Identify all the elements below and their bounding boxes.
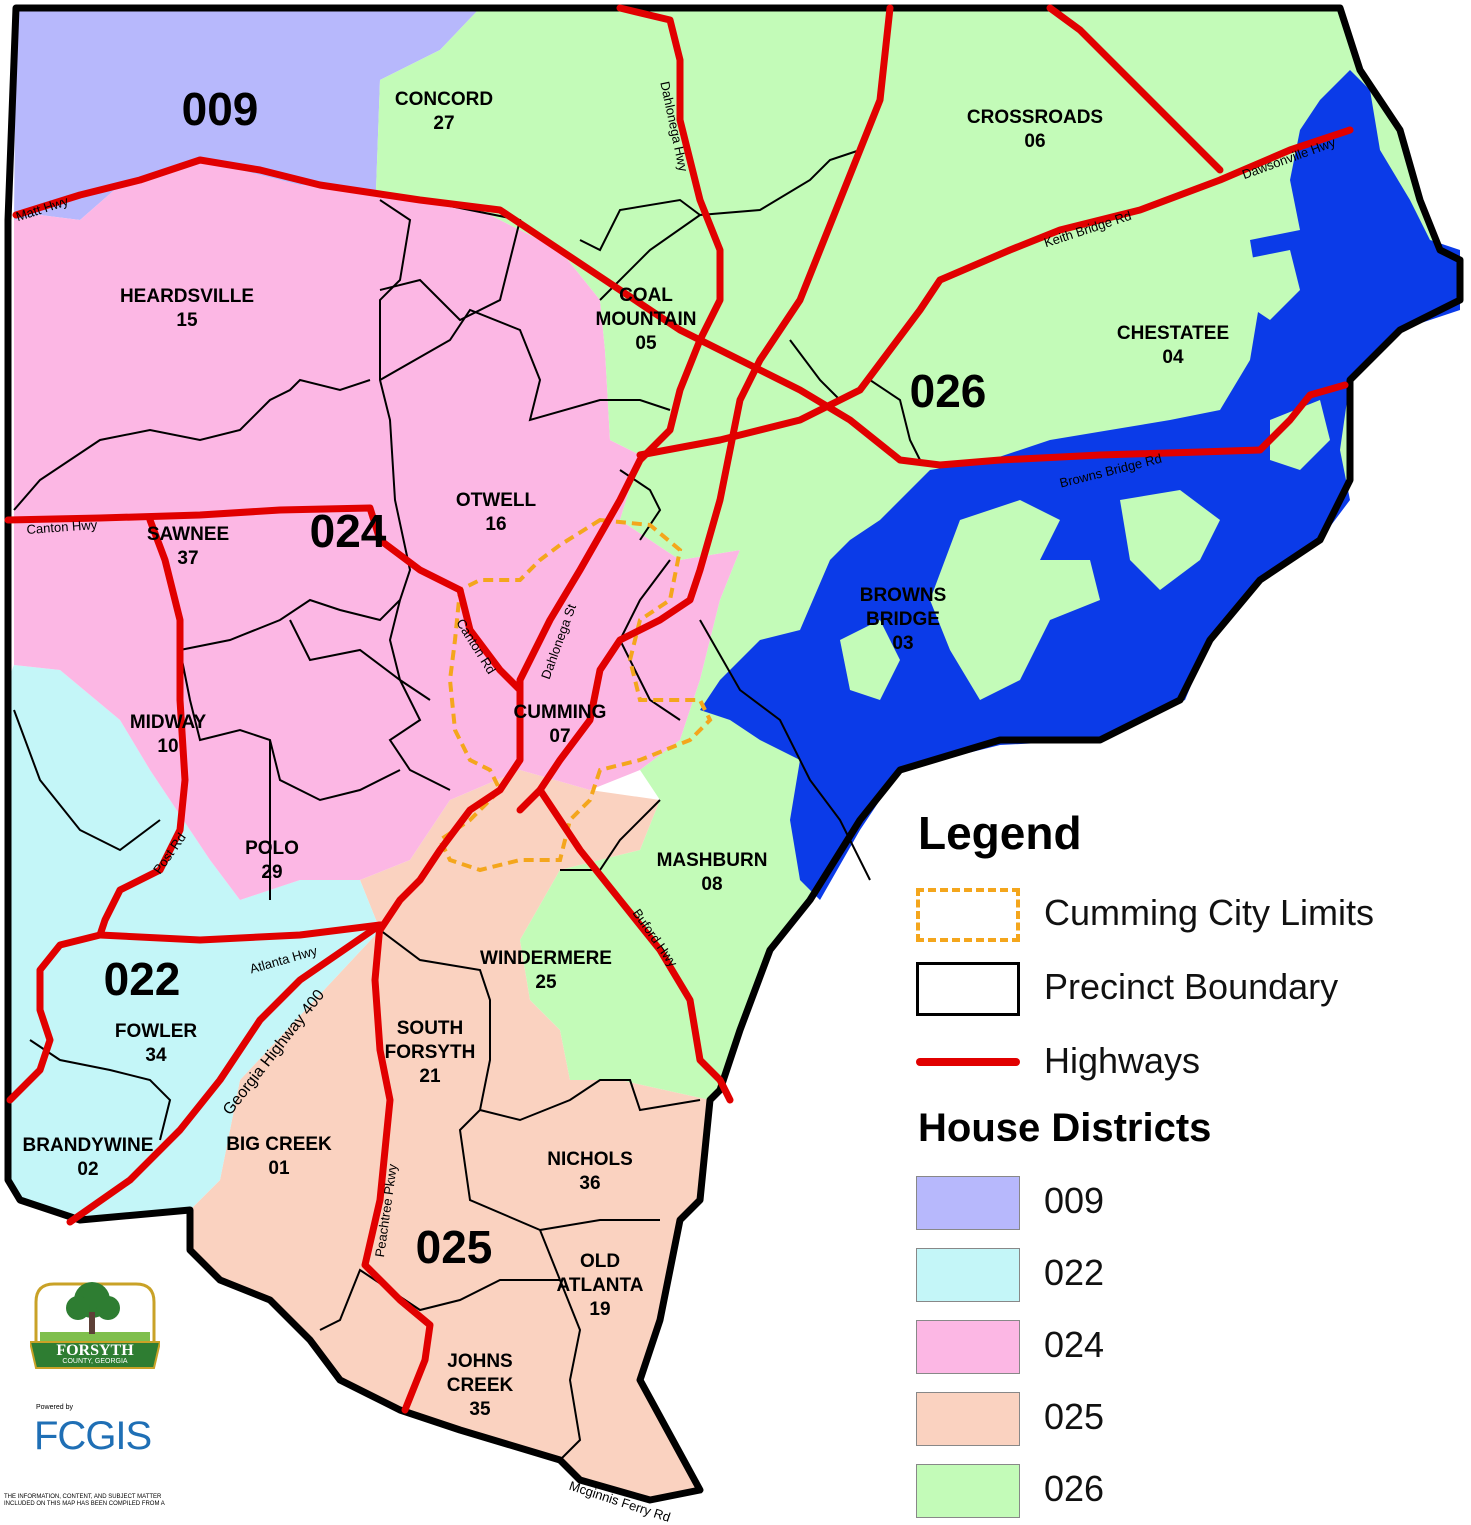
- legend-item-highways: Highways: [916, 1036, 1456, 1094]
- legend-item-label: Cumming City Limits: [1044, 892, 1375, 933]
- lake-peninsula: [1120, 490, 1220, 590]
- district-swatch: [916, 1392, 1020, 1446]
- legend-district-009: 009: [916, 1176, 1456, 1234]
- legend: Legend Cumming City Limits Precinct Boun…: [912, 800, 1471, 1518]
- legend-district-025: 025: [916, 1392, 1456, 1450]
- fcgis-logo: Powered by FCGIS: [34, 1404, 154, 1470]
- legend-item-label: 026: [1044, 1468, 1105, 1509]
- logo-name: FORSYTH: [56, 1342, 134, 1359]
- precinct-boundaries: [13, 149, 921, 1461]
- district-label: 022: [103, 953, 181, 1005]
- legend-item-label: Highways: [1044, 1040, 1201, 1081]
- legend-districts-title: House Districts: [918, 1106, 1212, 1150]
- fcgis-powered: Powered by: [36, 1404, 73, 1411]
- legend-item-label: 009: [1044, 1180, 1105, 1221]
- precinct-swatch: [916, 962, 1020, 1016]
- district-025-area: [190, 770, 710, 1500]
- lake-peninsula: [1270, 400, 1330, 470]
- legend-item-city-limits: Cumming City Limits: [916, 888, 1456, 946]
- district-label: 026: [909, 365, 987, 417]
- highway-swatch: [916, 1058, 1020, 1066]
- lake-peninsula: [930, 500, 1100, 700]
- county-boundary: [4, 4, 1464, 1504]
- fcgis-name: FCGIS: [34, 1414, 152, 1458]
- legend-item-label: 022: [1044, 1252, 1105, 1293]
- district-swatch: [916, 1248, 1020, 1302]
- district-label: 024: [309, 505, 387, 557]
- district-009-area: [14, 8, 480, 220]
- logo-subtitle: COUNTY, GEORGIA: [62, 1358, 128, 1365]
- cumming-city-limits: [437, 517, 713, 873]
- district-label: 025: [415, 1221, 493, 1273]
- lake-peninsula: [1240, 250, 1300, 320]
- highways: [4, 4, 1354, 1414]
- legend-item-label: 025: [1044, 1396, 1105, 1437]
- legend-item-precinct: Precinct Boundary: [916, 962, 1456, 1020]
- district-swatch: [916, 1176, 1020, 1230]
- legend-district-024: 024: [916, 1320, 1456, 1378]
- district-label: 009: [181, 83, 259, 135]
- district-swatch: [916, 1464, 1020, 1518]
- disclaimer-text: THE INFORMATION, CONTENT, AND SUBJECT MA…: [4, 1494, 165, 1507]
- legend-district-022: 022: [916, 1248, 1456, 1306]
- district-swatch: [916, 1320, 1020, 1374]
- city-limits-swatch: [916, 888, 1020, 942]
- legend-item-label: Precinct Boundary: [1044, 966, 1339, 1007]
- legend-item-label: 024: [1044, 1324, 1105, 1365]
- legend-title: Legend: [918, 807, 1082, 859]
- forsyth-county-logo: FORSYTH COUNTY, GEORGIA: [28, 1272, 162, 1372]
- lake-peninsula: [840, 620, 900, 700]
- legend-district-026: 026: [916, 1464, 1456, 1522]
